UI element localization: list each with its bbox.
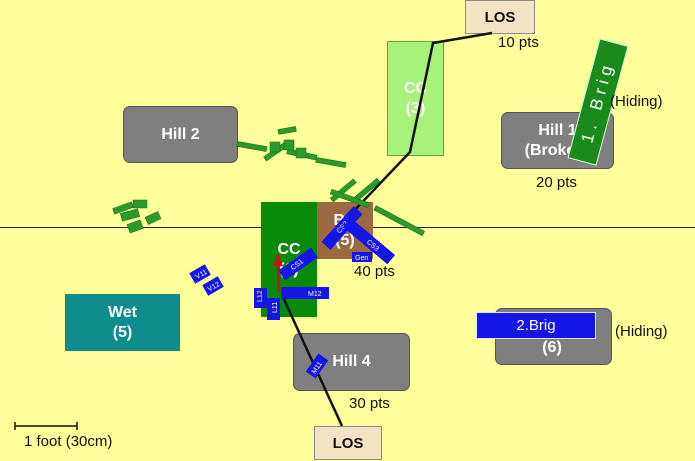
infantry-stand-group-1[interactable]	[236, 126, 347, 168]
unit-label-l12: L12	[257, 290, 264, 302]
brig-2: 2.Brig	[476, 312, 596, 339]
unit-counter-m11[interactable]: M11	[305, 353, 329, 379]
infantry-stand-group-3[interactable]	[329, 177, 425, 237]
points-top: 10 pts	[498, 34, 539, 51]
unit-counter-cs1[interactable]: CS1	[278, 247, 318, 281]
los-marker-bottom: LOS	[314, 426, 382, 460]
points-hill-1: 20 pts	[536, 174, 577, 191]
brig-2-strength: (6)	[542, 339, 562, 356]
los-marker-top: LOS	[465, 0, 535, 34]
unit-counter-v11[interactable]: V11	[189, 264, 211, 284]
points-hill-4: 30 pts	[349, 395, 390, 412]
unit-label-m12: M12	[308, 291, 322, 298]
hill-2: Hill 2	[123, 106, 238, 163]
scale-label: 1 foot (30cm)	[24, 433, 113, 450]
movement-arrow	[273, 253, 283, 293]
hiding-label-1: (Hiding)	[610, 93, 663, 110]
los-line-top	[348, 31, 493, 217]
unit-counter-l11[interactable]: L11	[267, 298, 280, 320]
scale-bar	[14, 422, 78, 430]
los-line-bottom	[280, 294, 344, 427]
points-ba: 40 pts	[354, 263, 395, 280]
infantry-stand-group-2[interactable]	[112, 199, 162, 234]
unit-counter-m12[interactable]: M12	[281, 287, 329, 299]
wet-ground: Wet (5)	[65, 294, 180, 351]
unit-counter-v12[interactable]: V12	[202, 276, 224, 296]
unit-label-gen: Gen	[355, 255, 368, 262]
unit-label-l11: L11	[272, 302, 279, 313]
unit-counter-gen[interactable]: Gen	[352, 252, 372, 262]
unit-counter-l12[interactable]: L12	[254, 288, 267, 308]
hiding-label-2: (Hiding)	[615, 323, 668, 340]
close-country-top: CC (3)	[387, 41, 444, 156]
